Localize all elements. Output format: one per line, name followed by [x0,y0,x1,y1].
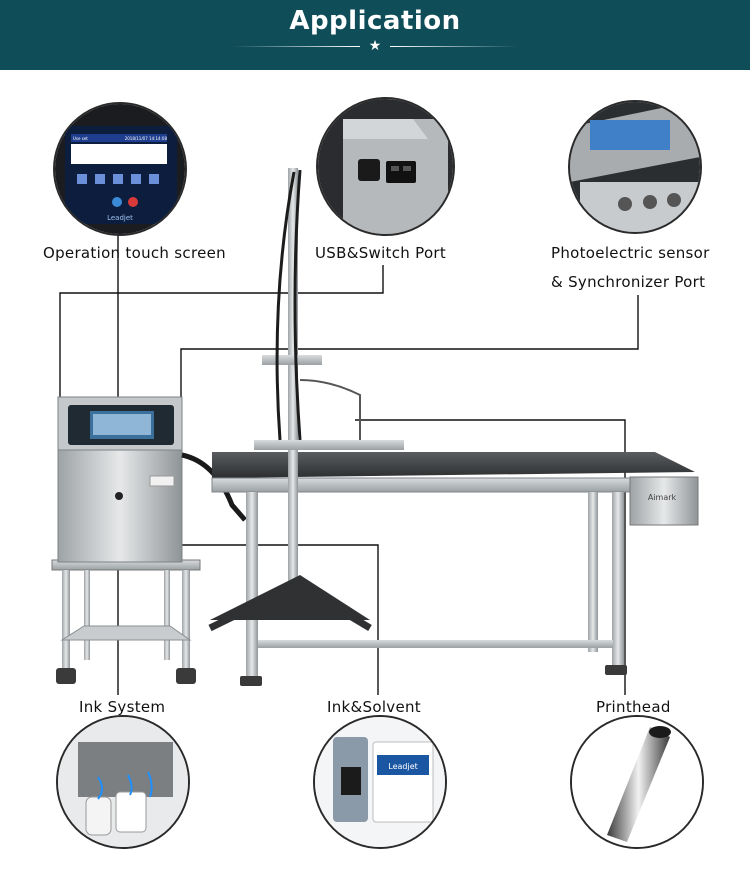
ink-system-detail-icon [56,715,190,849]
svg-text:2018/11/07 14:14:08: 2018/11/07 14:14:08 [125,136,168,141]
conveyor-badge: Aimark [648,493,677,502]
printhead-label: Printhead [596,698,671,716]
svg-text:Leadjet: Leadjet [107,214,133,222]
usb-port-detail-icon [316,97,455,236]
ink-bottle-detail-icon: Leadjet [313,715,447,849]
printer-stand [51,559,201,684]
page-title: Application [289,6,461,36]
sensor-port-detail-icon [568,100,702,234]
printer-body [57,396,247,563]
photo-sensor-label-line1: Photoelectric sensor [551,244,710,262]
photo-sensor-label-line2: & Synchronizer Port [551,273,706,291]
star-icon: ★ [368,37,382,53]
touch-screen-label: Operation touch screen [43,244,226,262]
ink-solvent-label: Ink&Solvent [327,698,421,716]
touch-screen-detail-icon: Use set 2018/11/07 14:14:08 Leadjet [53,102,187,236]
svg-text:Use set: Use set [73,136,88,141]
svg-text:Leadjet: Leadjet [388,762,418,771]
title-rule-right [390,46,518,47]
conveyor: Aimark [211,452,699,686]
header-banner: Application ★ [0,0,750,70]
ink-system-label: Ink System [79,698,166,716]
usb-switch-label: USB&Switch Port [315,244,447,262]
printhead-bracket [208,168,404,632]
printhead-detail-icon [570,715,704,849]
title-rule-left [232,46,360,47]
